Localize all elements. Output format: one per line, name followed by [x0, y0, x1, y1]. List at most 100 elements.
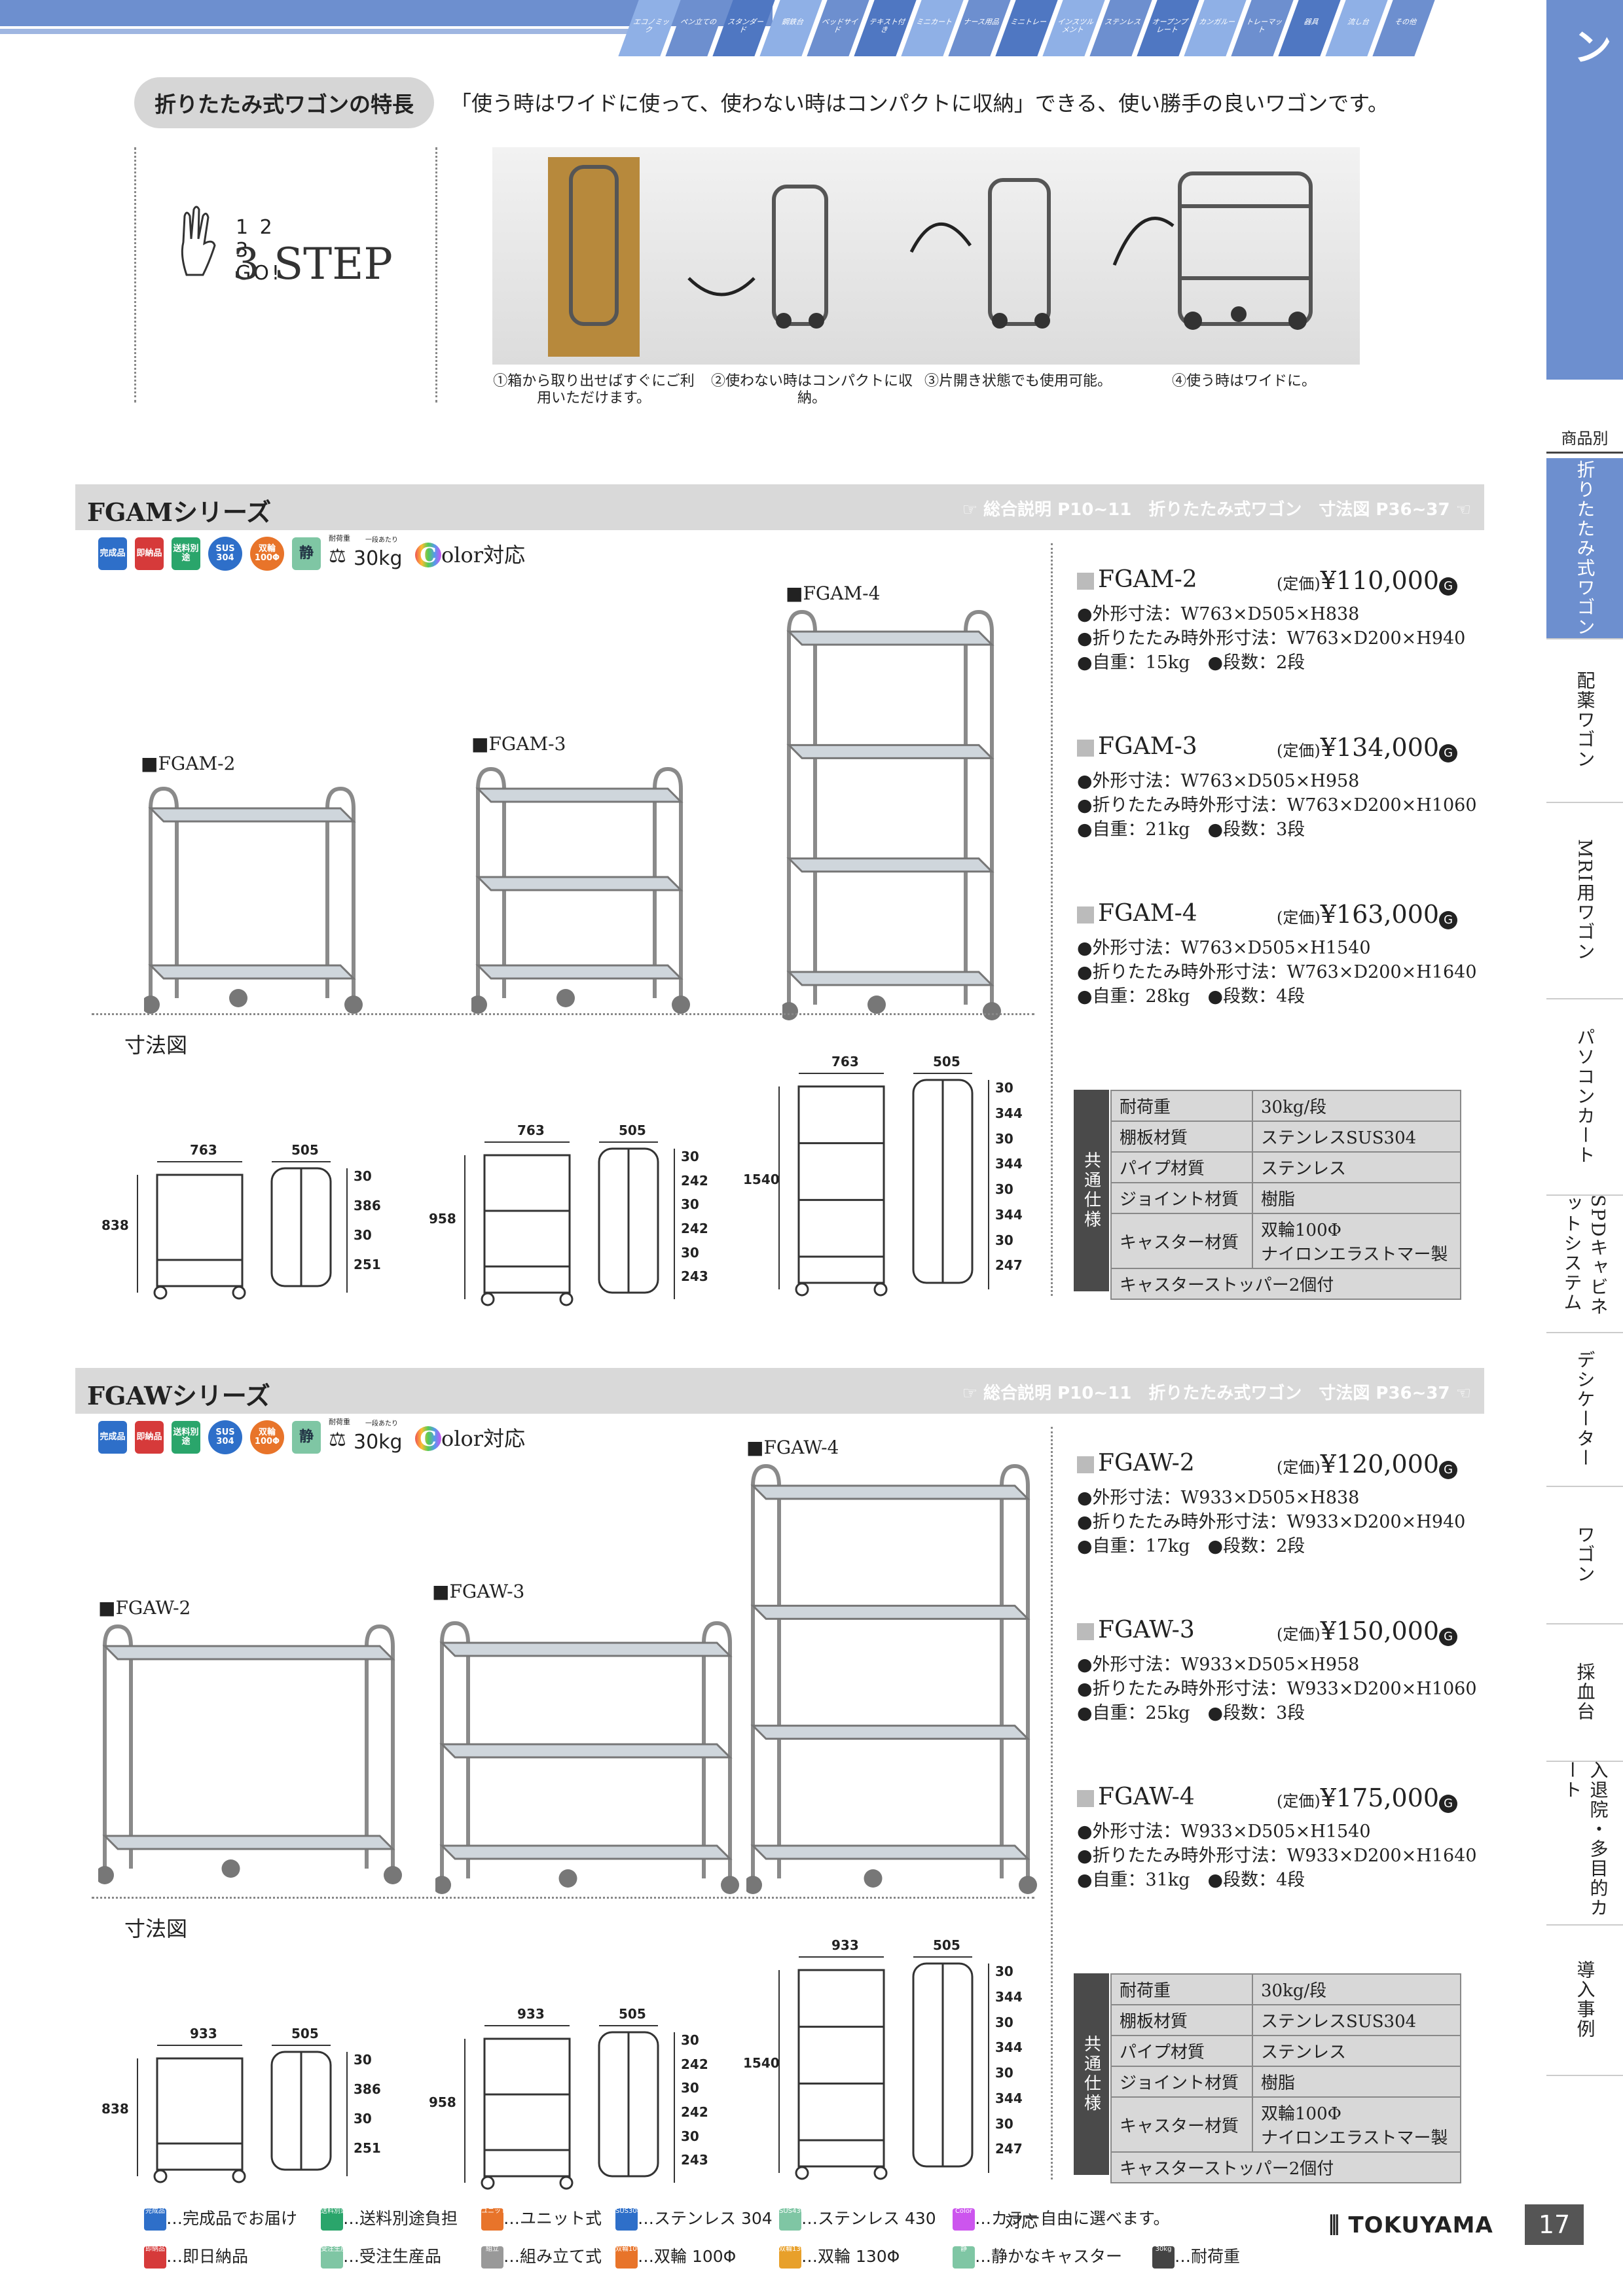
- spec-key: キャスター材質: [1110, 2096, 1253, 2153]
- dim-segment: 344: [995, 1156, 1023, 1172]
- dim-depth: 505: [619, 1122, 646, 1138]
- legend-badge-icon: 送料別途: [321, 2208, 347, 2231]
- series-refs: ☞ 総合説明 P10~11 折りたたみ式ワゴン 寸法図 P36~37 ☜: [962, 500, 1471, 520]
- legend-item: 双輪130…双輪 130Φ: [779, 2244, 900, 2269]
- product-spec: ●外形寸法：W763×D505×H958: [1077, 771, 1360, 791]
- price-value: ¥110,000: [1320, 566, 1440, 595]
- legend-text: …送料別途負担: [343, 2209, 458, 2228]
- spec-value: ステンレスSUS304: [1252, 2004, 1461, 2036]
- price-value: ¥175,000: [1320, 1784, 1440, 1812]
- square-icon: [1077, 1623, 1094, 1640]
- product-photo-label: ■FGAM-3: [471, 733, 566, 755]
- spec-value: 30kg/段: [1252, 1090, 1461, 1122]
- product-spec: ●折りたたみ時外形寸法：W933×D200×H1640: [1077, 1846, 1477, 1866]
- series-bar-fgaw: FGAWシリーズ ☞ 総合説明 P10~11 折りたたみ式ワゴン 寸法図 P36…: [75, 1368, 1484, 1414]
- sidebar-category-label: 商品別: [1561, 429, 1609, 448]
- dim-depth: 505: [291, 1142, 319, 1158]
- spec-key: ジョイント材質: [1110, 1182, 1253, 1214]
- feature-divider-right: [435, 147, 437, 403]
- dim-height: 838: [101, 2101, 129, 2117]
- dim-segment: 30: [354, 1168, 372, 1184]
- dim-segment: 30: [995, 1181, 1013, 1197]
- top-nav-underline: [0, 29, 655, 34]
- series-name: FGAWシリーズ: [87, 1381, 270, 1410]
- series-name: FGAMシリーズ: [87, 497, 272, 527]
- dim-segment: 247: [995, 2141, 1023, 2157]
- legend-badge-icon: ユニット: [481, 2208, 507, 2231]
- cart-photo-fgaw-2: [98, 1624, 402, 1884]
- spec-value: 双輪100Φ ナイロンエラストマー製: [1252, 1213, 1461, 1269]
- sidebar-item[interactable]: 採血台: [1546, 1623, 1623, 1762]
- teika-label: (定価): [1277, 1458, 1321, 1477]
- sidebar-item[interactable]: 折りたたみ式ワゴン: [1546, 458, 1623, 639]
- top-nav-tabs: エコノミックペン立てのスタンダード鋼鉄台ベッドサイドテキスト付きミニカートナース…: [618, 0, 1519, 59]
- dim-segment: 344: [995, 2039, 1023, 2056]
- spec-key: 棚板材質: [1110, 1121, 1253, 1153]
- product-spec: ●自重：17kg ●段数：2段: [1077, 1536, 1305, 1556]
- g-mark-icon: G: [1439, 744, 1458, 762]
- spec-row: パイプ材質ステンレス: [1110, 2035, 1461, 2067]
- sidebar-item[interactable]: デシケーター: [1546, 1332, 1623, 1487]
- sidebar-item-label: 採血台: [1574, 1662, 1596, 1721]
- product-spec: ●外形寸法：W933×D505×H838: [1077, 1488, 1360, 1508]
- page-number: 17: [1525, 2204, 1584, 2245]
- dim-segment: 242: [681, 2104, 708, 2120]
- spec-key: パイプ材質: [1110, 1151, 1253, 1183]
- dim-segment: 344: [995, 1206, 1023, 1223]
- soku-badge: 即納品: [135, 537, 164, 570]
- teika-label: (定価): [1277, 1625, 1321, 1643]
- sidebar-item[interactable]: MRI用ワゴン: [1546, 802, 1623, 999]
- product-spec: ●自重：31kg ●段数：4段: [1077, 1870, 1305, 1890]
- spec-key: キャスター材質: [1110, 1213, 1253, 1269]
- product-spec: ●折りたたみ時外形寸法：W933×D200×H1060: [1077, 1679, 1477, 1699]
- legend-text: …ユニット式: [503, 2209, 602, 2228]
- section-divider-vertical: [1051, 543, 1053, 1296]
- dim-segment: 30: [681, 1196, 699, 1213]
- sidebar-item[interactable]: ワゴン: [1546, 1486, 1623, 1624]
- dim-height: 958: [429, 2094, 456, 2110]
- spec-value: 樹脂: [1252, 1182, 1461, 1214]
- g-mark-icon: G: [1439, 1627, 1458, 1646]
- spec-value: 30kg/段: [1252, 1973, 1461, 2005]
- sidebar-item[interactable]: SPDキャビネットシステム: [1546, 1194, 1623, 1333]
- legend-badge-icon: 静: [953, 2246, 975, 2269]
- legend-badge-icon: 双輪100: [615, 2246, 641, 2269]
- dim-segment: 30: [354, 1227, 372, 1243]
- dim-width: 763: [831, 1054, 859, 1069]
- step-small: 1 2 3 GO!: [236, 216, 282, 285]
- dim-height: 838: [101, 1217, 129, 1233]
- color-c: C: [415, 543, 441, 567]
- sidebar-item[interactable]: 配薬ワゴン: [1546, 638, 1623, 803]
- dim-height: 1540: [743, 1172, 780, 1187]
- product-model: FGAW-4: [1098, 1784, 1195, 1810]
- sidebar-item[interactable]: 導入事例: [1546, 1924, 1623, 2076]
- shizuka-badge: 静: [292, 537, 321, 570]
- product-spec: ●自重：25kg ●段数：3段: [1077, 1703, 1305, 1723]
- dim-segment: 30: [681, 2080, 699, 2096]
- soku-badge: 即納品: [135, 1421, 164, 1454]
- step-big: 3 STEP: [232, 239, 393, 289]
- spec-row: 棚板材質ステンレスSUS304: [1110, 1121, 1461, 1153]
- legend-badge-icon: SUS304: [615, 2208, 641, 2231]
- dim-segment: 243: [681, 1268, 708, 1285]
- sidebar-item-label: デシケーター: [1574, 1350, 1596, 1468]
- feature-caption: ④使う時はワイドに。: [1171, 373, 1316, 389]
- sidebar-item[interactable]: 入退院・多目的カート: [1546, 1761, 1623, 1926]
- section-divider-vertical: [1051, 1427, 1053, 2179]
- product-spec: ●折りたたみ時外形寸法：W933×D200×H940: [1077, 1512, 1466, 1532]
- square-icon: [1077, 740, 1094, 757]
- legend-text: …組み立て式: [503, 2247, 602, 2266]
- sus-badge: SUS 304: [208, 537, 242, 571]
- cart-photo-fgaw-3: [435, 1621, 739, 1894]
- dim-segment: 30: [354, 2052, 372, 2068]
- legend-color-word: 対応: [1005, 2212, 1038, 2231]
- spec-value: ステンレスSUS304: [1252, 1121, 1461, 1153]
- sidebar-item[interactable]: パソコンカート: [1546, 998, 1623, 1196]
- spec-key: 棚板材質: [1110, 2004, 1253, 2036]
- feature-photo: [492, 147, 1360, 365]
- sidebar-item-label: 折りたたみ式ワゴン: [1574, 459, 1596, 637]
